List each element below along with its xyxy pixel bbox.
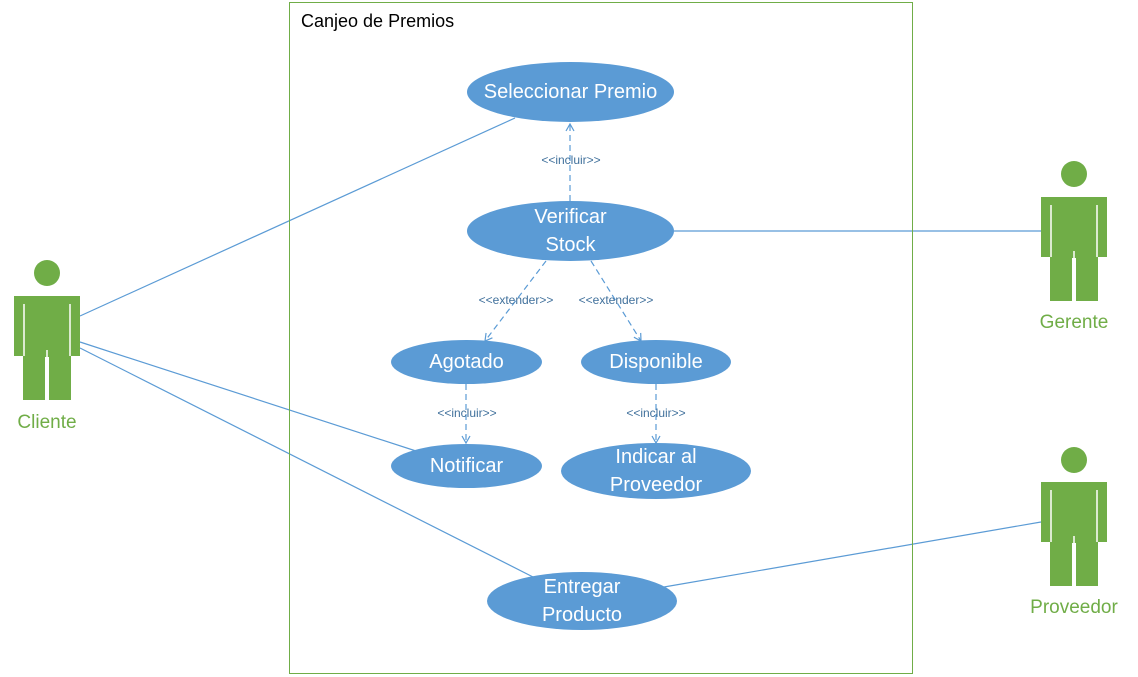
use-case-entregar-producto[interactable]: Entregar Producto (487, 572, 677, 630)
relation-label-incluir-seleccionar: <<incluir>> (541, 153, 601, 167)
use-case-verificar-stock[interactable]: Verificar Stock (467, 201, 674, 261)
use-case-agotado[interactable]: Agotado (391, 340, 542, 384)
actor-label-gerente: Gerente (1039, 312, 1109, 333)
use-case-disponible[interactable]: Disponible (581, 340, 731, 384)
relation-label-incluir-indicar: <<incluir>> (626, 406, 686, 420)
actor-proveedor-figure (1041, 447, 1107, 586)
actor-gerente-figure (1041, 161, 1107, 301)
association-cliente-notificar (79, 341, 417, 452)
use-case-notificar[interactable]: Notificar (391, 444, 542, 488)
use-case-indicar-al-proveedor[interactable]: Indicar al Proveedor (561, 443, 751, 499)
relation-label-extender-disponible: <<extender>> (578, 293, 654, 307)
association-cliente-seleccionar (79, 117, 516, 317)
relation-label-extender-agotado: <<extender>> (478, 293, 554, 307)
association-cliente-entregar (79, 347, 536, 579)
system-boundary (289, 2, 913, 674)
system-title: Canjeo de Premios (301, 11, 455, 31)
use-case-seleccionar-premio[interactable]: Seleccionar Premio (467, 62, 674, 122)
association-proveedor-entregar (663, 521, 1042, 588)
relation-label-incluir-notificar: <<incluir>> (437, 406, 497, 420)
actor-cliente-figure (14, 260, 80, 400)
extend-arrow-verificar-disponible (590, 260, 642, 343)
actor-label-proveedor: Proveedor (1030, 597, 1118, 618)
extend-arrow-verificar-agotado (484, 260, 547, 342)
actor-label-cliente: Cliente (17, 412, 77, 433)
